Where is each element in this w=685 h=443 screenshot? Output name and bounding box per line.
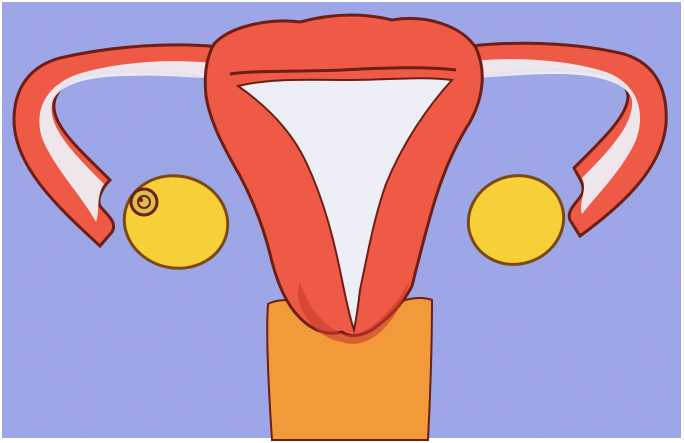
- ovum-icon: [131, 189, 157, 215]
